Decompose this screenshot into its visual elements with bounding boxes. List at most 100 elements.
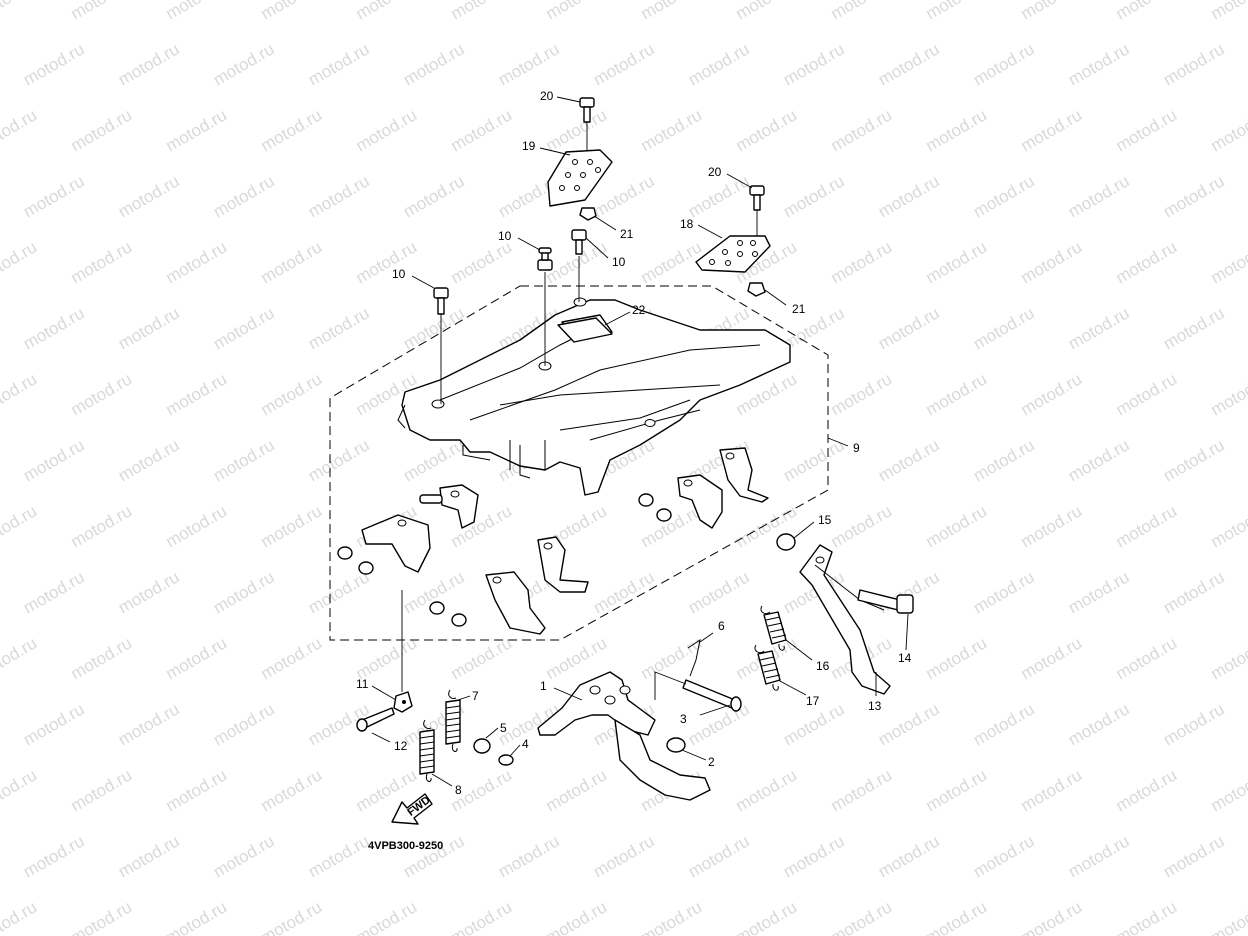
- callout-10b: 10: [498, 229, 512, 243]
- watermark-text: motod.ru: [1065, 831, 1133, 881]
- right-bracket-pair: [677, 447, 769, 529]
- watermark-text: motod.ru: [923, 369, 991, 419]
- watermark-text: motod.ru: [923, 765, 991, 815]
- watermark-text: motod.ru: [353, 633, 421, 683]
- watermark-text: motod.ru: [828, 501, 896, 551]
- left-bracket-pair: [361, 484, 479, 573]
- watermark-text: motod.ru: [68, 369, 136, 419]
- watermark-text: motod.ru: [400, 831, 468, 881]
- spring-8: [419, 719, 435, 782]
- callout-19: 19: [522, 139, 536, 153]
- watermark-text: motod.ru: [115, 699, 183, 749]
- watermark-text: motod.ru: [828, 897, 896, 936]
- watermark-text: motod.ru: [685, 567, 753, 617]
- watermark-text: motod.ru: [1018, 0, 1086, 23]
- watermark-text: motod.ru: [1113, 633, 1181, 683]
- watermark-text: motod.ru: [20, 39, 88, 89]
- watermark-text: motod.ru: [780, 435, 848, 485]
- bolt-10-left: [433, 287, 449, 404]
- watermark-text: motod.ru: [305, 831, 373, 881]
- watermark-text: motod.ru: [68, 897, 136, 936]
- watermark-text: motod.ru: [1208, 765, 1248, 815]
- watermark-text: motod.ru: [353, 897, 421, 936]
- watermark-text: motod.ru: [685, 699, 753, 749]
- watermark-text: motod.ru: [780, 171, 848, 221]
- watermark-text: motod.ru: [1018, 765, 1086, 815]
- watermark-text: motod.ru: [828, 765, 896, 815]
- watermark-text: motod.ru: [828, 105, 896, 155]
- watermark-text: motod.ru: [305, 567, 373, 617]
- watermark-text: motod.ru: [685, 831, 753, 881]
- callout-9: 9: [853, 441, 860, 455]
- watermark-text: motod.ru: [1113, 105, 1181, 155]
- watermark-text: motod.ru: [163, 897, 231, 936]
- watermark-text: motod.ru: [875, 831, 943, 881]
- watermark-text: motod.ru: [970, 699, 1038, 749]
- watermark-text: motod.ru: [258, 501, 326, 551]
- watermark-text: motod.ru: [163, 633, 231, 683]
- watermark-text: motod.ru: [68, 765, 136, 815]
- watermark-text: motod.ru: [400, 303, 468, 353]
- watermark-text: motod.ru: [0, 897, 40, 936]
- watermark-text: motod.ru: [1208, 633, 1248, 683]
- watermark-text: motod.ru: [1018, 501, 1086, 551]
- callout-labels: 20 19 20 18 21 21 10 10 10 22 9 15 14 13…: [356, 89, 912, 797]
- watermark-text: motod.ru: [638, 633, 706, 683]
- bolt-10-right: [571, 229, 587, 302]
- watermark-text: motod.ru: [400, 39, 468, 89]
- watermark-text: motod.ru: [1113, 897, 1181, 936]
- watermark-text: motod.ru: [115, 39, 183, 89]
- callout-20a: 20: [540, 89, 554, 103]
- watermark-text: motod.ru: [68, 633, 136, 683]
- callout-12: 12: [394, 739, 408, 753]
- callout-22: 22: [632, 303, 646, 317]
- watermark-text: motod.ru: [20, 435, 88, 485]
- watermark-text: motod.ru: [828, 0, 896, 23]
- watermark-text: motod.ru: [638, 237, 706, 287]
- watermark-text: motod.ru: [20, 831, 88, 881]
- callout-13: 13: [868, 699, 882, 713]
- watermark-text: motod.ru: [1113, 501, 1181, 551]
- watermark-text: motod.ru: [400, 435, 468, 485]
- watermark-text: motod.ru: [875, 39, 943, 89]
- callout-17: 17: [806, 694, 820, 708]
- watermark-text: motod.ru: [733, 105, 801, 155]
- callout-8: 8: [455, 783, 462, 797]
- watermark-text: motod.ru: [638, 897, 706, 936]
- main-stand-1: [537, 671, 711, 801]
- watermark-text: motod.ru: [163, 237, 231, 287]
- watermark-text: motod.ru: [875, 303, 943, 353]
- watermark-text: motod.ru: [0, 501, 40, 551]
- watermark-text: motod.ru: [258, 105, 326, 155]
- watermark-text: motod.ru: [1018, 897, 1086, 936]
- watermark-text: motod.ru: [210, 435, 278, 485]
- watermark-text: motod.ru: [1160, 567, 1228, 617]
- watermark-text: motod.ru: [210, 303, 278, 353]
- watermark-text: motod.ru: [1160, 699, 1228, 749]
- watermark-text: motod.ru: [495, 39, 563, 89]
- callout-16: 16: [816, 659, 830, 673]
- watermark-text: motod.ru: [448, 105, 516, 155]
- watermark-text: motod.ru: [828, 237, 896, 287]
- watermark-text: motod.ru: [590, 39, 658, 89]
- watermark-text: motod.ru: [115, 435, 183, 485]
- callout-21a: 21: [620, 227, 634, 241]
- watermark-text: motod.ru: [115, 831, 183, 881]
- watermark-text: motod.ru: [1160, 303, 1228, 353]
- watermark-text: motod.ru: [305, 435, 373, 485]
- watermark-text: motod.ru: [1065, 39, 1133, 89]
- watermark-text: motod.ru: [780, 39, 848, 89]
- pad-22: [557, 317, 613, 343]
- o-ring-4: [498, 754, 514, 766]
- watermark-text: motod.ru: [1018, 105, 1086, 155]
- watermark-text: motod.ru: [970, 303, 1038, 353]
- watermark-text: motod.ru: [115, 171, 183, 221]
- watermark-text: motod.ru: [305, 303, 373, 353]
- watermark-text: motod.ru: [448, 897, 516, 936]
- watermark-text: motod.ru: [1208, 237, 1248, 287]
- spring-17: [754, 644, 781, 691]
- watermark-text: motod.ru: [638, 105, 706, 155]
- watermark-text: motod.ru: [733, 765, 801, 815]
- callout-10c: 10: [612, 255, 626, 269]
- bolt-12: [356, 707, 395, 732]
